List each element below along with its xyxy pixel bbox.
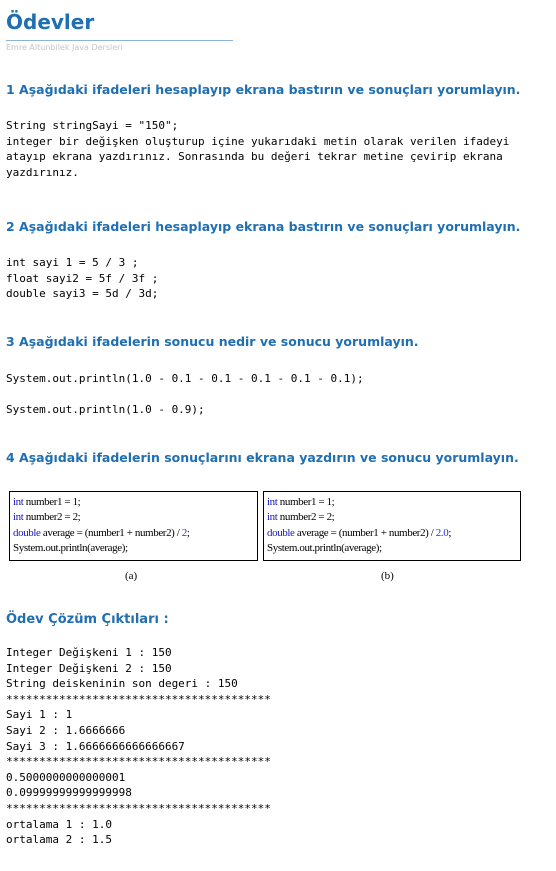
question-2-code: int sayi 1 = 5 / 3 ; float sayi2 = 5f / … xyxy=(6,256,159,301)
question-3-heading: 3 Aşağıdaki ifadelerin sonucu nedir ve s… xyxy=(6,334,419,349)
question-2-heading: 2 Aşağıdaki ifadeleri hesaplayıp ekrana … xyxy=(6,219,521,234)
page-title: Ödevler xyxy=(6,10,95,34)
author-byline: Emre Altunbilek Java Dersleri xyxy=(6,43,123,52)
code-box-b: int number1 = 1; int number2 = 2; double… xyxy=(263,491,521,561)
code-line: int number2 = 2; xyxy=(13,511,81,524)
solutions-title: Ödev Çözüm Çıktıları : xyxy=(6,612,169,627)
code-line: System.out.println(average); xyxy=(13,542,128,555)
solutions-output: Integer Değişkeni 1 : 150 Integer Değişk… xyxy=(6,646,271,847)
question-1-heading: 1 Aşağıdaki ifadeleri hesaplayıp ekrana … xyxy=(6,82,521,97)
code-box-a: int number1 = 1; int number2 = 2; double… xyxy=(9,491,258,561)
title-underline xyxy=(6,40,233,41)
caption-a: (a) xyxy=(125,570,138,582)
code-line: System.out.println(average); xyxy=(267,542,382,555)
code-line: double average = (number1 + number2) / 2… xyxy=(13,526,190,539)
caption-b: (b) xyxy=(381,570,394,582)
code-line: double average = (number1 + number2) / 2… xyxy=(267,526,452,539)
question-4-heading: 4 Aşağıdaki ifadelerin sonuçlarını ekran… xyxy=(6,450,519,465)
code-line: int number1 = 1; xyxy=(13,496,81,508)
question-1-code: String stringSayi = "150"; integer bir d… xyxy=(6,119,510,179)
question-3-code-1: System.out.println(1.0 - 0.1 - 0.1 - 0.1… xyxy=(6,372,364,385)
question-3-code-2: System.out.println(1.0 - 0.9); xyxy=(6,403,205,416)
code-line: int number2 = 2; xyxy=(267,511,335,524)
code-line: int number1 = 1; xyxy=(267,496,335,508)
